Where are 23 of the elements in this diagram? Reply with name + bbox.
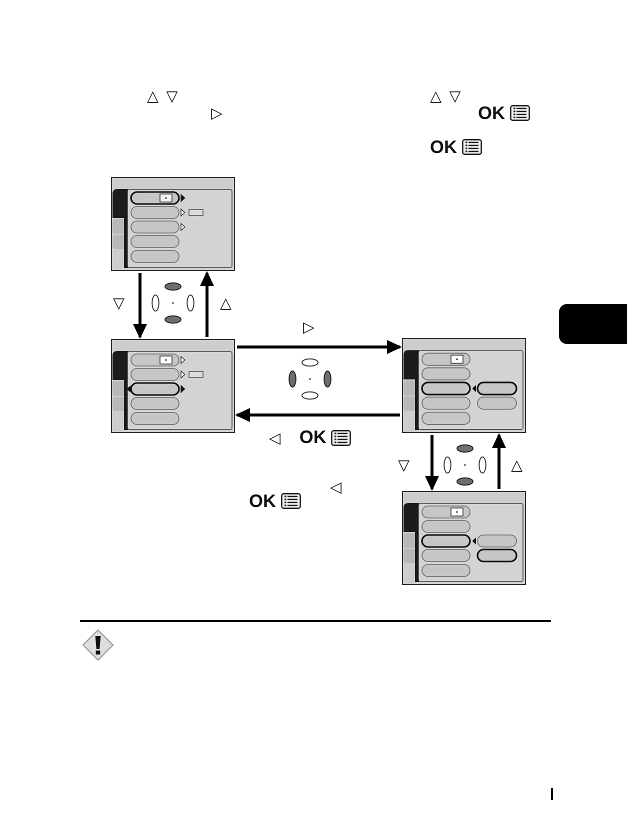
menu-screen-drawing — [111, 339, 235, 433]
arrow — [200, 271, 214, 337]
arrow — [237, 340, 402, 354]
arrow — [133, 273, 147, 339]
edge-label: ▷ — [303, 318, 315, 336]
edge-label: ▽ — [398, 456, 410, 474]
edge-label: △ — [220, 294, 232, 312]
menu-screen-drawing — [111, 177, 235, 271]
menu-screen-drawing — [402, 491, 526, 585]
edge-label: ▽ — [113, 294, 125, 312]
arrow-key-symbol: ▷ — [211, 104, 223, 122]
arrow-key-symbol: △ ▽ — [430, 87, 461, 105]
arrow-key-symbol: △ ▽ — [147, 87, 178, 105]
arrow — [235, 408, 400, 422]
arrow — [492, 433, 506, 489]
key-label: OK — [249, 491, 276, 511]
arrow-key-symbol: ◁ — [330, 478, 342, 496]
edge-label: △ — [511, 456, 523, 474]
edge-label: ◁ OK — [269, 428, 326, 447]
key-label: OK — [478, 103, 505, 123]
key-label: OK — [430, 137, 457, 157]
arrow — [425, 435, 439, 491]
menu-screen-drawing — [402, 338, 526, 433]
